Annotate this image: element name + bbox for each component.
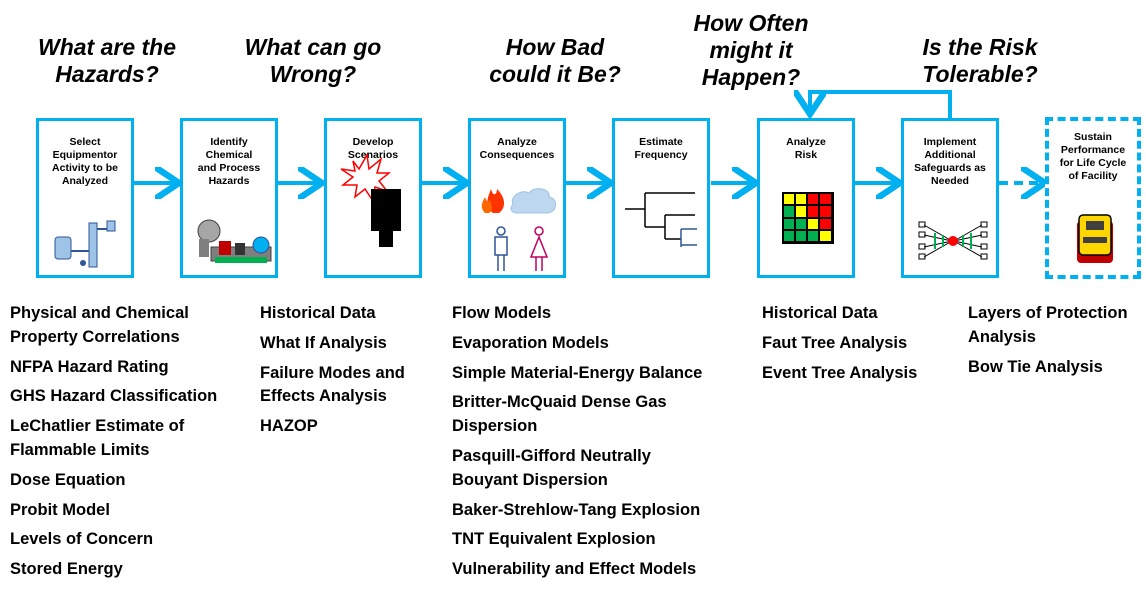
methods-hazards: Physical and Chemical Property Correlati… [10,302,217,588]
method-item: Faut Tree Analysis [762,333,908,352]
binder-icon [1077,214,1113,263]
method-item: Levels of Concern [10,530,154,549]
method-item: Flow Models [452,304,551,322]
chemical-plant-icon [197,219,272,263]
method-item: HAZOP [260,417,318,436]
method-item: LeChatlier Estimate of [10,417,185,436]
bow-tie-icon [918,221,988,260]
method-item: Dose Equation [10,470,126,489]
explosion-icon [340,152,401,247]
risk-matrix-icon [782,192,834,244]
question-wrong: What can go Wrong? [244,34,382,87]
question-how-often: How Often might it Happen? [693,10,809,90]
method-item: Failure Modes and [260,363,405,382]
question-hazards: What are the Hazards? [37,34,177,87]
methods-what-can-go-wrong: Historical Data What If Analysis Failure… [260,302,405,445]
process-equipment-icon [54,220,116,268]
question-tolerable: Is the Risk Tolerable? [922,34,1038,87]
step-sustain-performance: Sustain Performance for Life Cycle of Fa… [1045,117,1141,279]
method-item: Physical and Chemical [10,304,189,322]
method-item: Historical Data [762,304,878,322]
method-item: NFPA Hazard Rating [10,357,169,376]
method-item: Stored Energy [10,560,123,579]
method-item: Britter-McQuaid Dense Gas [452,393,667,412]
method-item: Bow Tie Analysis [968,357,1103,376]
method-item: Event Tree Analysis [762,363,918,382]
method-item: Layers of Protection [968,304,1128,322]
methods-consequences: Flow Models Evaporation Models Simple Ma… [452,302,702,588]
method-item: Flammable Limits [10,440,150,459]
step-analyze-risk: Analyze Risk [757,118,855,278]
consequences-icon [481,188,556,271]
method-item: TNT Equivalent Explosion [452,530,656,549]
step-select-equipment: Select Equipmentor Activity to be Analyz… [36,118,134,278]
method-item: Simple Material-Energy Balance [452,363,703,382]
method-item: Pasquill-Gifford Neutrally [452,446,651,465]
method-item: Bouyant Dispersion [452,470,608,489]
step-identify-hazards: Identify Chemical and Process Hazards [180,118,278,278]
step-analyze-consequences: Analyze Consequences [468,118,566,278]
method-item: What If Analysis [260,333,387,352]
method-item: Evaporation Models [452,333,609,352]
method-item: Dispersion [452,417,538,436]
step-implement-safeguards: Implement Additional Safeguards as Neede… [901,118,999,278]
methods-frequency-risk: Historical Data Faut Tree Analysis Event… [762,302,917,391]
method-item: Vulnerability and Effect Models [452,560,697,579]
question-how-bad: How Bad could it Be? [489,34,621,87]
method-item: Historical Data [260,304,376,322]
method-item: Probit Model [10,500,110,519]
method-item: Baker-Strehlow-Tang Explosion [452,500,701,519]
feedback-arrow [810,90,952,118]
method-item: Property Correlations [10,327,180,346]
methods-protection: Layers of Protection Analysis Bow Tie An… [968,302,1128,385]
event-tree-icon [625,192,697,247]
step-estimate-frequency: Estimate Frequency [612,118,710,278]
step-develop-scenarios: Develop Scenarios [324,118,422,278]
method-item: Effects Analysis [260,387,387,406]
method-item: Analysis [968,327,1036,346]
method-item: GHS Hazard Classification [10,387,218,406]
